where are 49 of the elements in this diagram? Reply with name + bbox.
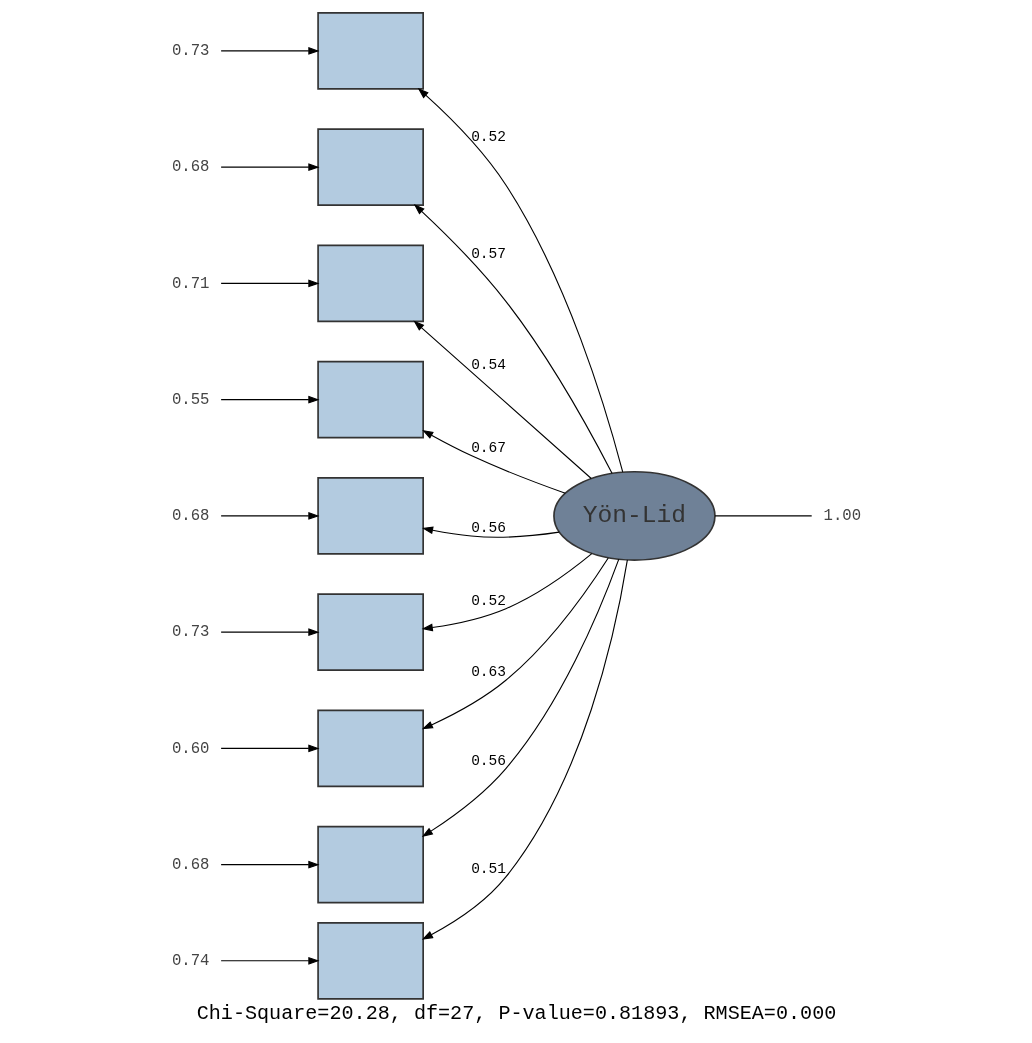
node-box — [316, 360, 424, 439]
node-text: 0.73 — [171, 623, 209, 642]
node-box — [316, 128, 424, 206]
arrow — [421, 559, 628, 940]
edge-label: 0.63 — [470, 664, 506, 681]
connector — [714, 515, 812, 517]
node-text: 0.73 — [171, 42, 209, 61]
caption: Chi-Square=20.28, df=27, P-value=0.81893, RMSEA=0.000 — [196, 1002, 836, 1026]
node-text: 0.68 — [171, 158, 209, 177]
node-box — [316, 477, 424, 555]
arrow — [413, 204, 613, 474]
edge-label: 0.56 — [470, 752, 506, 769]
node-box — [316, 921, 424, 1000]
node-text: 0.71 — [171, 274, 209, 293]
arrow — [421, 557, 609, 730]
arrow — [220, 395, 319, 404]
node-text: 0.68 — [171, 855, 209, 874]
node-box — [316, 244, 424, 323]
node-text: 0.68 — [171, 507, 209, 526]
node-text: 0.60 — [171, 739, 209, 758]
edge-label: 0.54 — [470, 356, 506, 373]
arrow — [417, 88, 623, 473]
node-text: 0.55 — [171, 390, 209, 409]
arrow — [421, 553, 592, 632]
arrow — [412, 320, 592, 480]
arrow — [220, 860, 319, 869]
edge-label: 0.57 — [470, 246, 506, 263]
edge-label: 0.56 — [470, 520, 506, 537]
node-text: 1.00 — [823, 507, 861, 526]
node-box — [316, 12, 424, 90]
edge-label: 0.52 — [470, 592, 506, 609]
arrow — [421, 558, 619, 837]
arrow — [220, 956, 319, 965]
arrow — [220, 628, 319, 637]
arrow — [220, 744, 319, 753]
node-box — [316, 709, 424, 788]
edge-label: 0.52 — [470, 128, 506, 145]
arrow — [220, 512, 319, 520]
arrow — [421, 429, 566, 494]
node-text: 0.74 — [171, 951, 209, 970]
arrow — [220, 46, 319, 55]
edge-label: 0.51 — [470, 860, 506, 877]
arrow — [220, 279, 319, 288]
arrow — [220, 163, 319, 172]
node-box — [316, 825, 424, 904]
node-box — [316, 593, 424, 671]
node-ellipse: Yön-Lid — [552, 470, 716, 561]
arrow — [421, 526, 560, 538]
edge-label: 0.67 — [470, 439, 506, 456]
